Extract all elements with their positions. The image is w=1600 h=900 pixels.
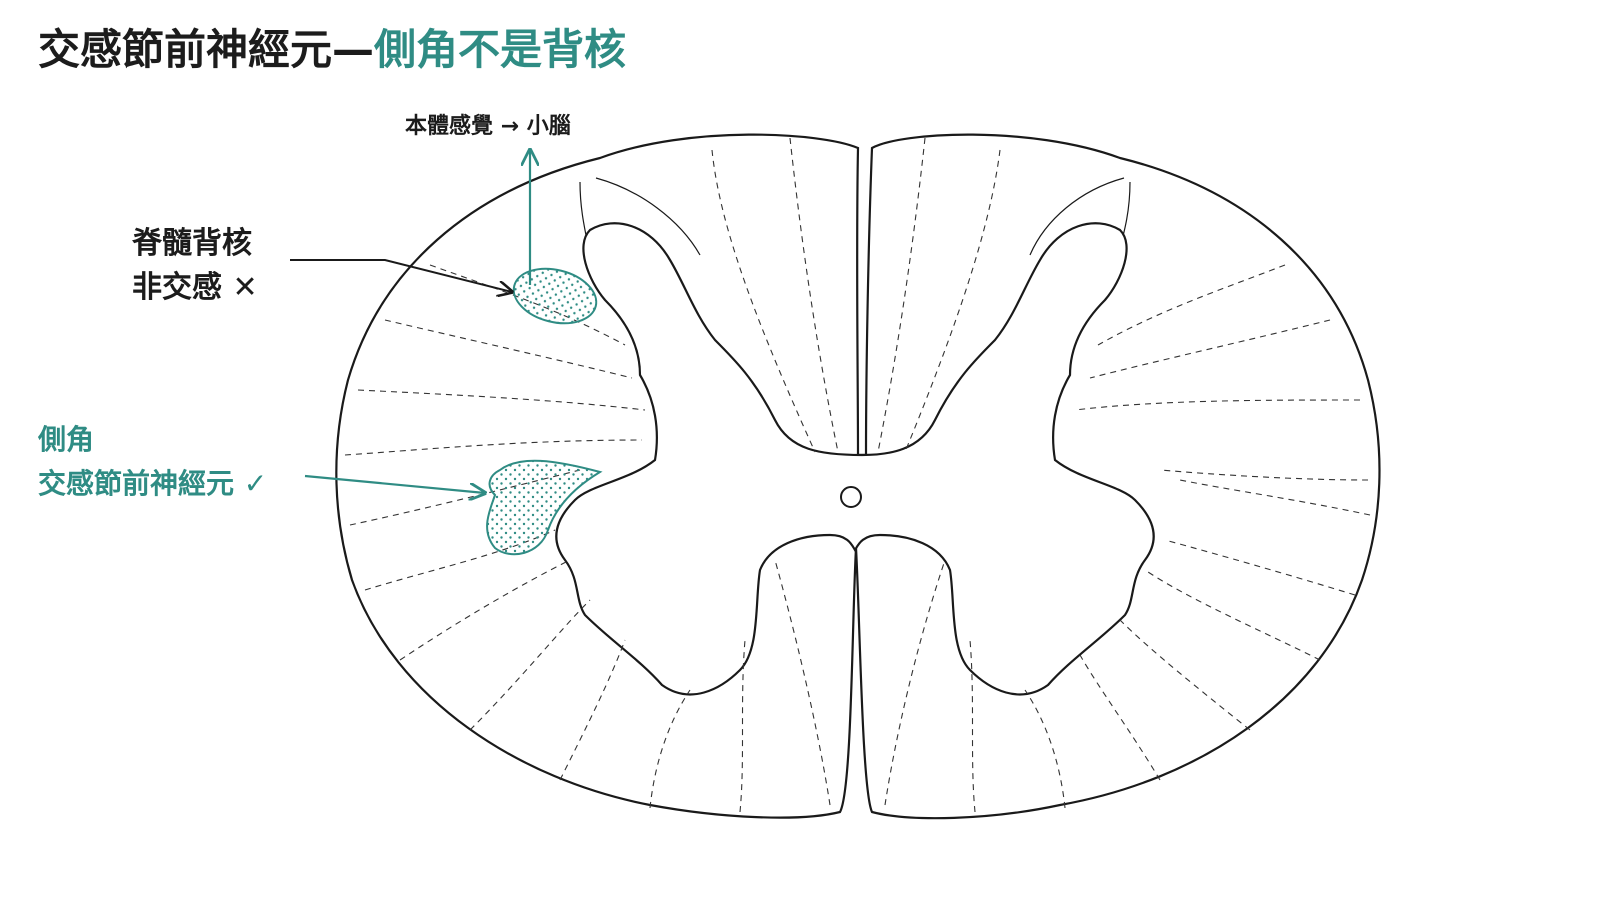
title-part-teal: 側角不是背核: [374, 25, 627, 74]
dorsal-nucleus-pointer-arrow: [290, 259, 512, 292]
page-title: 交感節前神經元—側角不是背核: [38, 22, 626, 78]
dorsal-nucleus-label-line1: 脊髓背核: [132, 226, 252, 261]
title-dash: —: [332, 25, 375, 74]
central-canal: [840, 486, 862, 508]
dorsal-root-line-right: [1029, 177, 1125, 256]
grey-matter-outline: [555, 222, 1155, 696]
lateral-horn-label-line2: 交感節前神經元 ✓: [38, 467, 268, 500]
dorsal-root-line-left: [595, 177, 701, 256]
white-matter-fiber-lines: [344, 137, 1371, 813]
outer-white-matter-outline: [335, 133, 1381, 820]
dorsal-nucleus-label-line2: 非交感 ✕: [132, 270, 258, 305]
proprio-label: 本體感覺 → 小腦: [405, 114, 571, 139]
title-part-dark: 交感節前神經元: [38, 25, 333, 74]
lateral-horn-label-line1: 側角: [38, 423, 95, 456]
dorsal-nucleus-label: 脊髓背核 非交感 ✕: [132, 222, 258, 310]
lateral-horn-pointer-arrow: [304, 474, 485, 493]
lateral-horn-region: [486, 459, 603, 556]
lateral-horn-label: 側角 交感節前神經元 ✓: [38, 418, 267, 506]
